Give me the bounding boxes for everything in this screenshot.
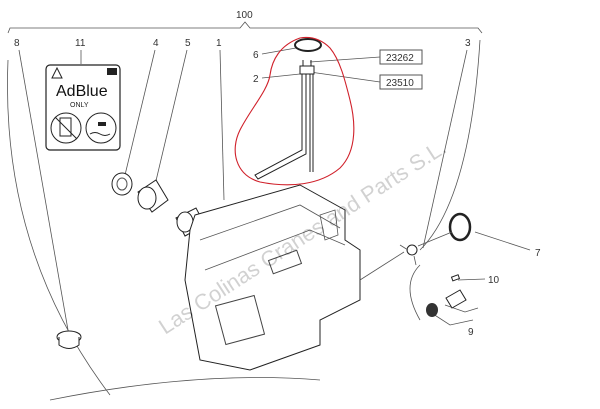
callout-11: 11 bbox=[75, 38, 86, 49]
callout-6: 6 bbox=[253, 50, 259, 61]
adblue-sticker bbox=[45, 64, 121, 151]
adblue-tank bbox=[184, 184, 361, 371]
callout-2: 2 bbox=[253, 74, 259, 85]
callout-1: 1 bbox=[216, 38, 222, 49]
bracket-left bbox=[7, 59, 111, 396]
callout-8: 8 bbox=[14, 38, 20, 49]
highlight-outline bbox=[234, 36, 355, 186]
group-bracket bbox=[7, 21, 483, 34]
callout-5: 5 bbox=[185, 38, 191, 49]
callout-3: 3 bbox=[465, 38, 471, 49]
callout-7: 7 bbox=[535, 248, 541, 259]
bracket-right bbox=[419, 39, 481, 251]
callout-10: 10 bbox=[488, 275, 500, 286]
callout-9: 9 bbox=[468, 327, 474, 338]
pin bbox=[450, 274, 461, 282]
seal-ring bbox=[417, 212, 472, 247]
valve bbox=[359, 244, 418, 281]
callout-4: 4 bbox=[153, 38, 159, 49]
level-sender bbox=[254, 38, 322, 180]
drain-plug bbox=[56, 330, 82, 349]
ref-23510: 23510 bbox=[386, 78, 414, 89]
filler-cap bbox=[111, 172, 133, 196]
sticker-subtitle: ONLY bbox=[70, 102, 89, 109]
bracket-bottom bbox=[49, 377, 321, 401]
connector bbox=[426, 289, 467, 317]
ref-23262: 23262 bbox=[386, 53, 414, 64]
callout-100: 100 bbox=[236, 10, 253, 21]
sticker-title: AdBlue bbox=[56, 83, 108, 100]
